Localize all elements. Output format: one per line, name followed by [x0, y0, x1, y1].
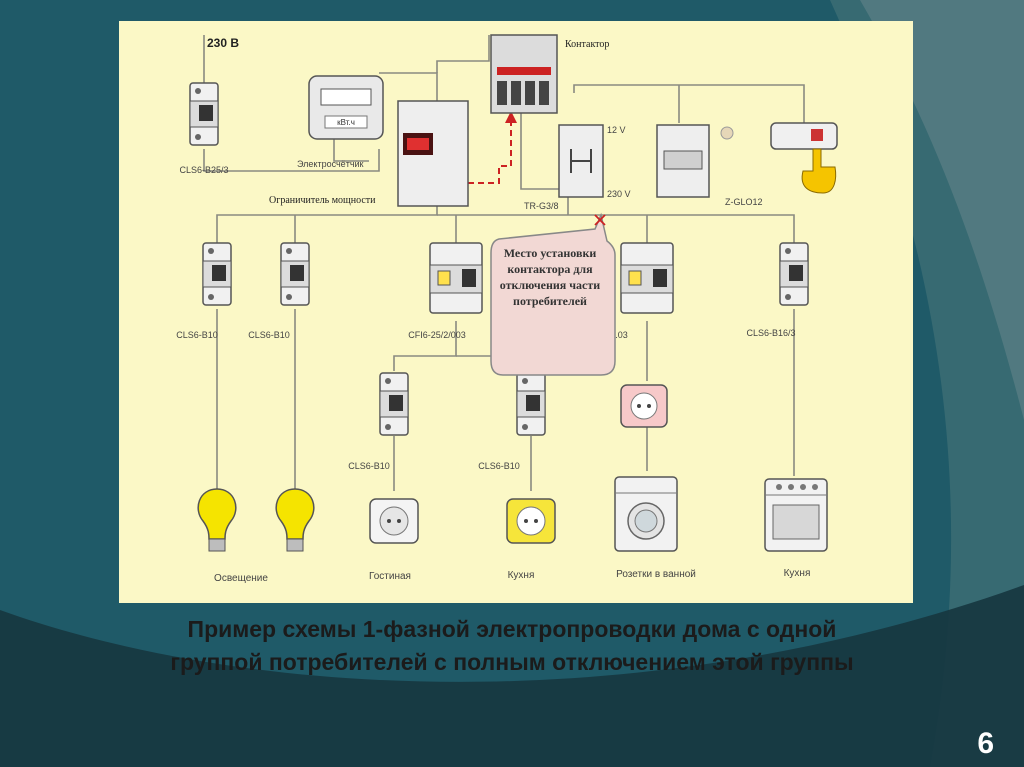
relay-label: TR-G3/8	[524, 201, 559, 211]
limiter-label: Ограничитель мощности	[269, 195, 376, 206]
living-room-socket-icon	[369, 498, 419, 544]
rcd-2-label: ...03	[610, 330, 628, 340]
load-kitchen1-label: Кухня	[508, 570, 535, 581]
meter-display: кВт.ч	[337, 118, 355, 127]
slide-caption: Пример схемы 1-фазной электропроводки до…	[60, 613, 964, 679]
caption-line-2: группой потребителей с полным отключение…	[170, 649, 854, 675]
zglo-module	[656, 124, 710, 198]
voltage-label: 230 В	[207, 36, 239, 50]
wires	[203, 35, 805, 491]
control-arrow	[505, 111, 517, 123]
breaker-b2	[280, 242, 310, 306]
breaker-b1	[202, 242, 232, 306]
electricity-meter	[308, 75, 384, 140]
page-number: 6	[977, 727, 994, 760]
load-lighting-label: Освещение	[214, 573, 268, 584]
caption-line-1: Пример схемы 1-фазной электропроводки до…	[187, 616, 837, 642]
stove-icon	[764, 478, 828, 552]
bathroom-socket-icon	[620, 384, 668, 428]
wiring-diagram: CLS6-B25/3 230 В кВт.ч Электросчётчик Ог…	[119, 21, 913, 603]
kitchen-socket-icon	[506, 498, 556, 544]
power-limiter	[397, 100, 469, 207]
breaker-b5	[779, 242, 809, 306]
hand-icon	[801, 148, 837, 194]
breaker-b6-label: CLS6-B10	[348, 461, 390, 471]
rcd-1-label: CFI6-25/2/003	[408, 330, 466, 340]
breaker-b6	[379, 372, 409, 436]
breaker-b7	[516, 372, 546, 436]
breaker-b2-label: CLS6-B10	[248, 330, 290, 340]
control-wire	[468, 116, 512, 184]
breaker-b7-label: CLS6-B10	[478, 461, 520, 471]
bulb-icon-1	[197, 488, 237, 552]
diagram-drawing: CLS6-B25/3 230 В кВт.ч Электросчётчик Ог…	[176, 34, 838, 584]
callout-text: Место установки контактора для отключени…	[499, 246, 601, 308]
zglo-label: Z-GLO12	[725, 197, 763, 207]
contactor	[490, 34, 558, 114]
cut-mark-icon	[594, 214, 606, 226]
rcd-1	[429, 242, 483, 314]
callout-bubble	[490, 212, 616, 376]
bulb-icon-2	[275, 488, 315, 552]
washing-machine-icon	[614, 476, 678, 552]
rcd-2	[620, 242, 674, 314]
meter-label: Электросчётчик	[297, 159, 364, 169]
breaker-b1-label: CLS6-B10	[176, 330, 218, 340]
load-kitchen2-label: Кухня	[784, 568, 811, 579]
load-bathroom-label: Розетки в ванной	[616, 569, 696, 580]
main-breaker	[189, 82, 219, 146]
contactor-label: Контактор	[565, 39, 609, 50]
voltage-230-label: 230 V	[607, 189, 631, 199]
main-breaker-label: CLS6-B25/3	[179, 165, 228, 175]
voltage-12-label: 12 V	[607, 125, 626, 135]
breaker-b5-label: CLS6-B16/3	[746, 328, 795, 338]
relay-module	[558, 124, 604, 198]
lamp-icon	[720, 126, 734, 140]
load-living-room-label: Гостиная	[369, 571, 411, 582]
push-switch	[770, 122, 838, 150]
